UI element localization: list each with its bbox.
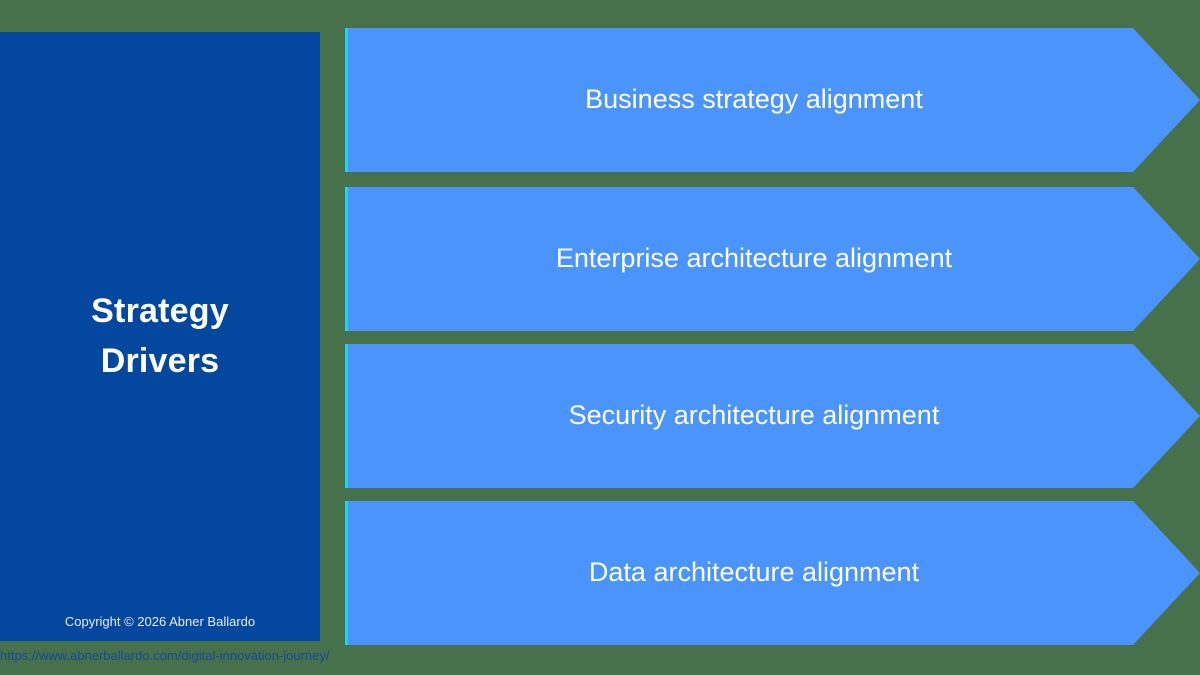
arrow-label-data-architecture-alignment: Data architecture alignment [588, 557, 920, 588]
list-item[interactable]: Data architecture alignment [345, 501, 1200, 645]
arrow-label-business-strategy-alignment: Business strategy alignment [585, 84, 923, 115]
strategy-drivers-list: Business strategy alignment Enterprise a… [345, 28, 1200, 645]
source-url-link[interactable]: https://www.abnerballardo.com/digital-in… [0, 648, 330, 663]
page-title: Strategy Drivers [91, 291, 229, 380]
copyright-notice: Copyright © 2026 Abner Ballardo [64, 614, 256, 630]
list-item[interactable]: Business strategy alignment [345, 28, 1200, 172]
list-item[interactable]: Security architecture alignment [345, 344, 1200, 488]
strategy-drivers-panel: Strategy Drivers Copyright © 2026 Abner … [0, 32, 320, 641]
list-item[interactable]: Enterprise architecture alignment [345, 187, 1200, 331]
arrow-label-enterprise-architecture-alignment: Enterprise architecture alignment [555, 243, 953, 274]
arrow-label-security-architecture-alignment: Security architecture alignment [568, 400, 940, 431]
